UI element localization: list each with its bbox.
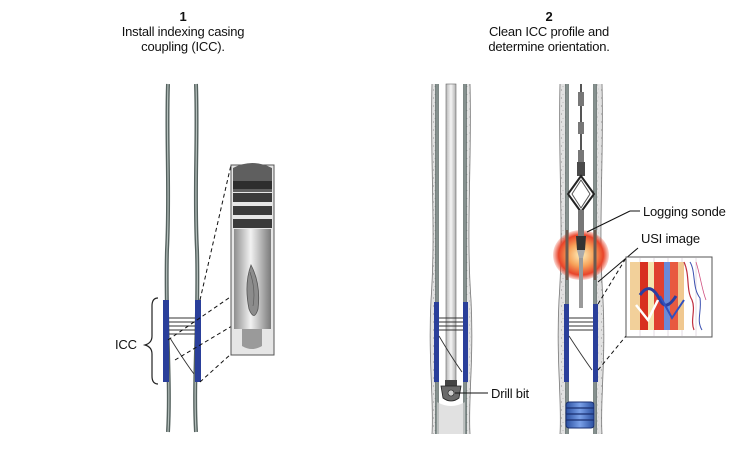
- logging-sonde: [566, 84, 596, 308]
- icc-brace: [142, 297, 159, 385]
- sonde-leader: [586, 210, 631, 233]
- icc-wall-left: [163, 300, 169, 382]
- usi-image-label: USI image: [641, 231, 700, 246]
- step2-line2: determine orientation.: [488, 39, 610, 54]
- icc-label: ICC: [115, 337, 137, 352]
- usi-leader: [597, 247, 639, 283]
- step2-header: 2 Clean ICC profile and determine orient…: [449, 9, 649, 54]
- icc-wall-right: [195, 300, 201, 382]
- usi-callout-lines: [597, 257, 627, 371]
- step2-right-well: [553, 83, 609, 435]
- step1-header: 1 Install indexing casing coupling (ICC)…: [83, 9, 283, 54]
- icc-detail: [230, 163, 275, 356]
- step2-line1: Clean ICC profile and: [488, 24, 610, 39]
- step1-line1: Install indexing casing: [121, 24, 245, 39]
- icc-rings: [169, 317, 195, 335]
- step2-left-well: [429, 83, 473, 435]
- drill-pipe: [445, 83, 457, 383]
- step2-number: 2: [545, 9, 553, 24]
- drill-bit-label: Drill bit: [491, 386, 529, 401]
- step1-number: 1: [179, 9, 187, 24]
- usi-image: [625, 256, 713, 338]
- drill-bit: [440, 380, 462, 402]
- lower-bit: [565, 401, 595, 429]
- logging-sonde-label: Logging sonde: [643, 204, 726, 219]
- step1-casing: [142, 83, 253, 433]
- step1-line2: coupling (ICC).: [141, 39, 225, 54]
